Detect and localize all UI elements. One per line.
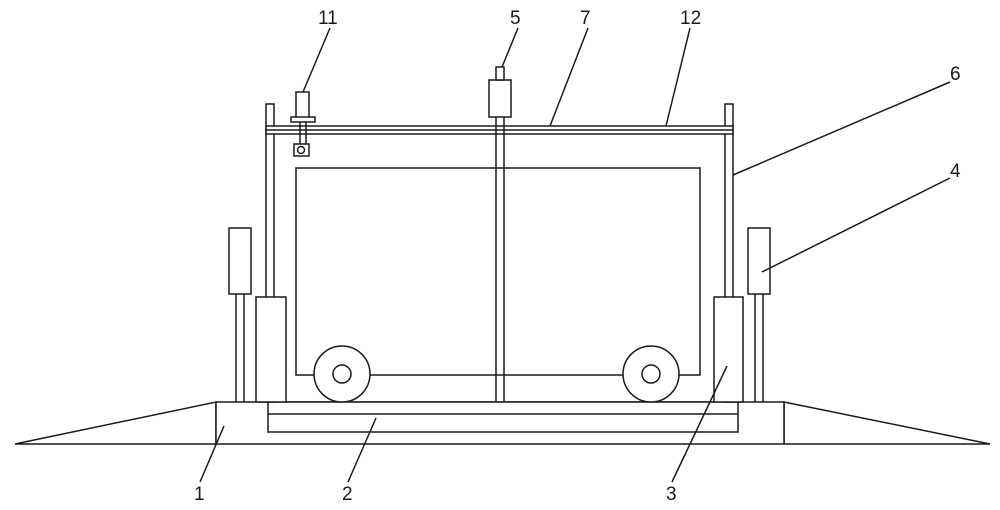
label-3: 3: [666, 484, 677, 505]
sensor-box: [293, 143, 310, 157]
label-6: 6: [950, 64, 961, 85]
left-wheel-hub: [332, 364, 352, 384]
label-12: 12: [680, 8, 701, 29]
top-rail: [265, 125, 734, 135]
carriage-clamp: [290, 116, 316, 123]
ground-base: [14, 401, 991, 445]
left-box-upper: [228, 227, 252, 295]
right-frame: [713, 103, 771, 403]
center-cylinder-cap: [495, 66, 505, 81]
sensor-lens: [296, 145, 306, 155]
right-block: [713, 296, 744, 403]
left-carriage: [290, 91, 316, 157]
leader-lines: [199, 27, 951, 483]
label-1: 1: [194, 484, 205, 505]
cart-body: [295, 167, 701, 376]
center-cylinder: [488, 79, 512, 118]
carriage-cylinder: [295, 91, 310, 119]
right-wheel-hub: [641, 364, 661, 384]
left-frame: [228, 103, 287, 403]
label-7: 7: [580, 8, 591, 29]
label-11: 11: [318, 8, 338, 29]
label-4: 4: [950, 161, 961, 182]
left-block: [255, 296, 287, 403]
right-ramp: [783, 401, 991, 445]
reference-labels: 11 5 7 12 6 4 1 2 3: [194, 8, 961, 505]
left-ramp: [14, 401, 217, 445]
right-box-upper: [747, 227, 771, 295]
track-channel: [267, 401, 739, 433]
cart: [295, 167, 701, 403]
label-2: 2: [342, 484, 353, 505]
label-5: 5: [510, 8, 521, 29]
